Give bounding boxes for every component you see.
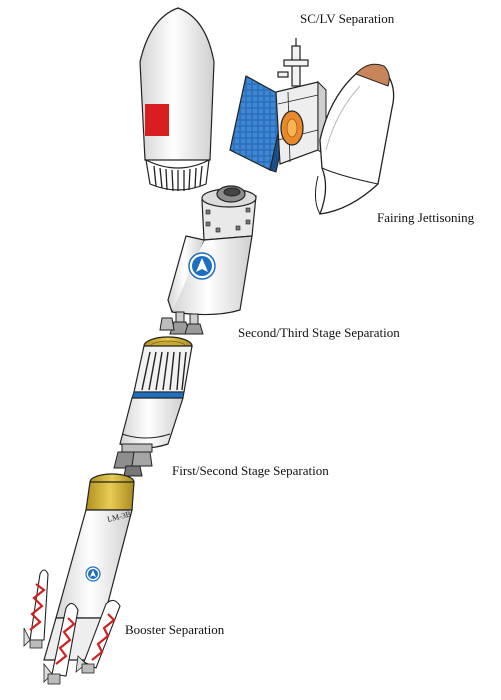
first-stage: LM-3B — [43, 473, 135, 661]
booster-center-left — [43, 602, 79, 685]
label-first-second-stage-separation: First/Second Stage Separation — [172, 463, 329, 478]
label-booster-separation: Booster Separation — [125, 622, 225, 637]
label-sc-lv-separation: SC/LV Separation — [300, 11, 395, 26]
fairing-half-right — [314, 63, 395, 215]
satellite — [229, 38, 327, 173]
rocket-logo-icon — [188, 252, 216, 280]
rocket-logo-icon-small — [85, 566, 101, 582]
booster-right — [75, 599, 121, 674]
booster-left — [23, 569, 49, 649]
fairing-half-left — [139, 7, 215, 192]
second-stage — [113, 336, 193, 477]
fairing-tip — [355, 63, 390, 87]
red-flag-icon — [145, 104, 169, 136]
label-second-third-stage-separation: Second/Third Stage Separation — [238, 325, 400, 340]
third-stage — [159, 185, 257, 335]
label-fairing-jettisoning: Fairing Jettisoning — [377, 210, 475, 225]
